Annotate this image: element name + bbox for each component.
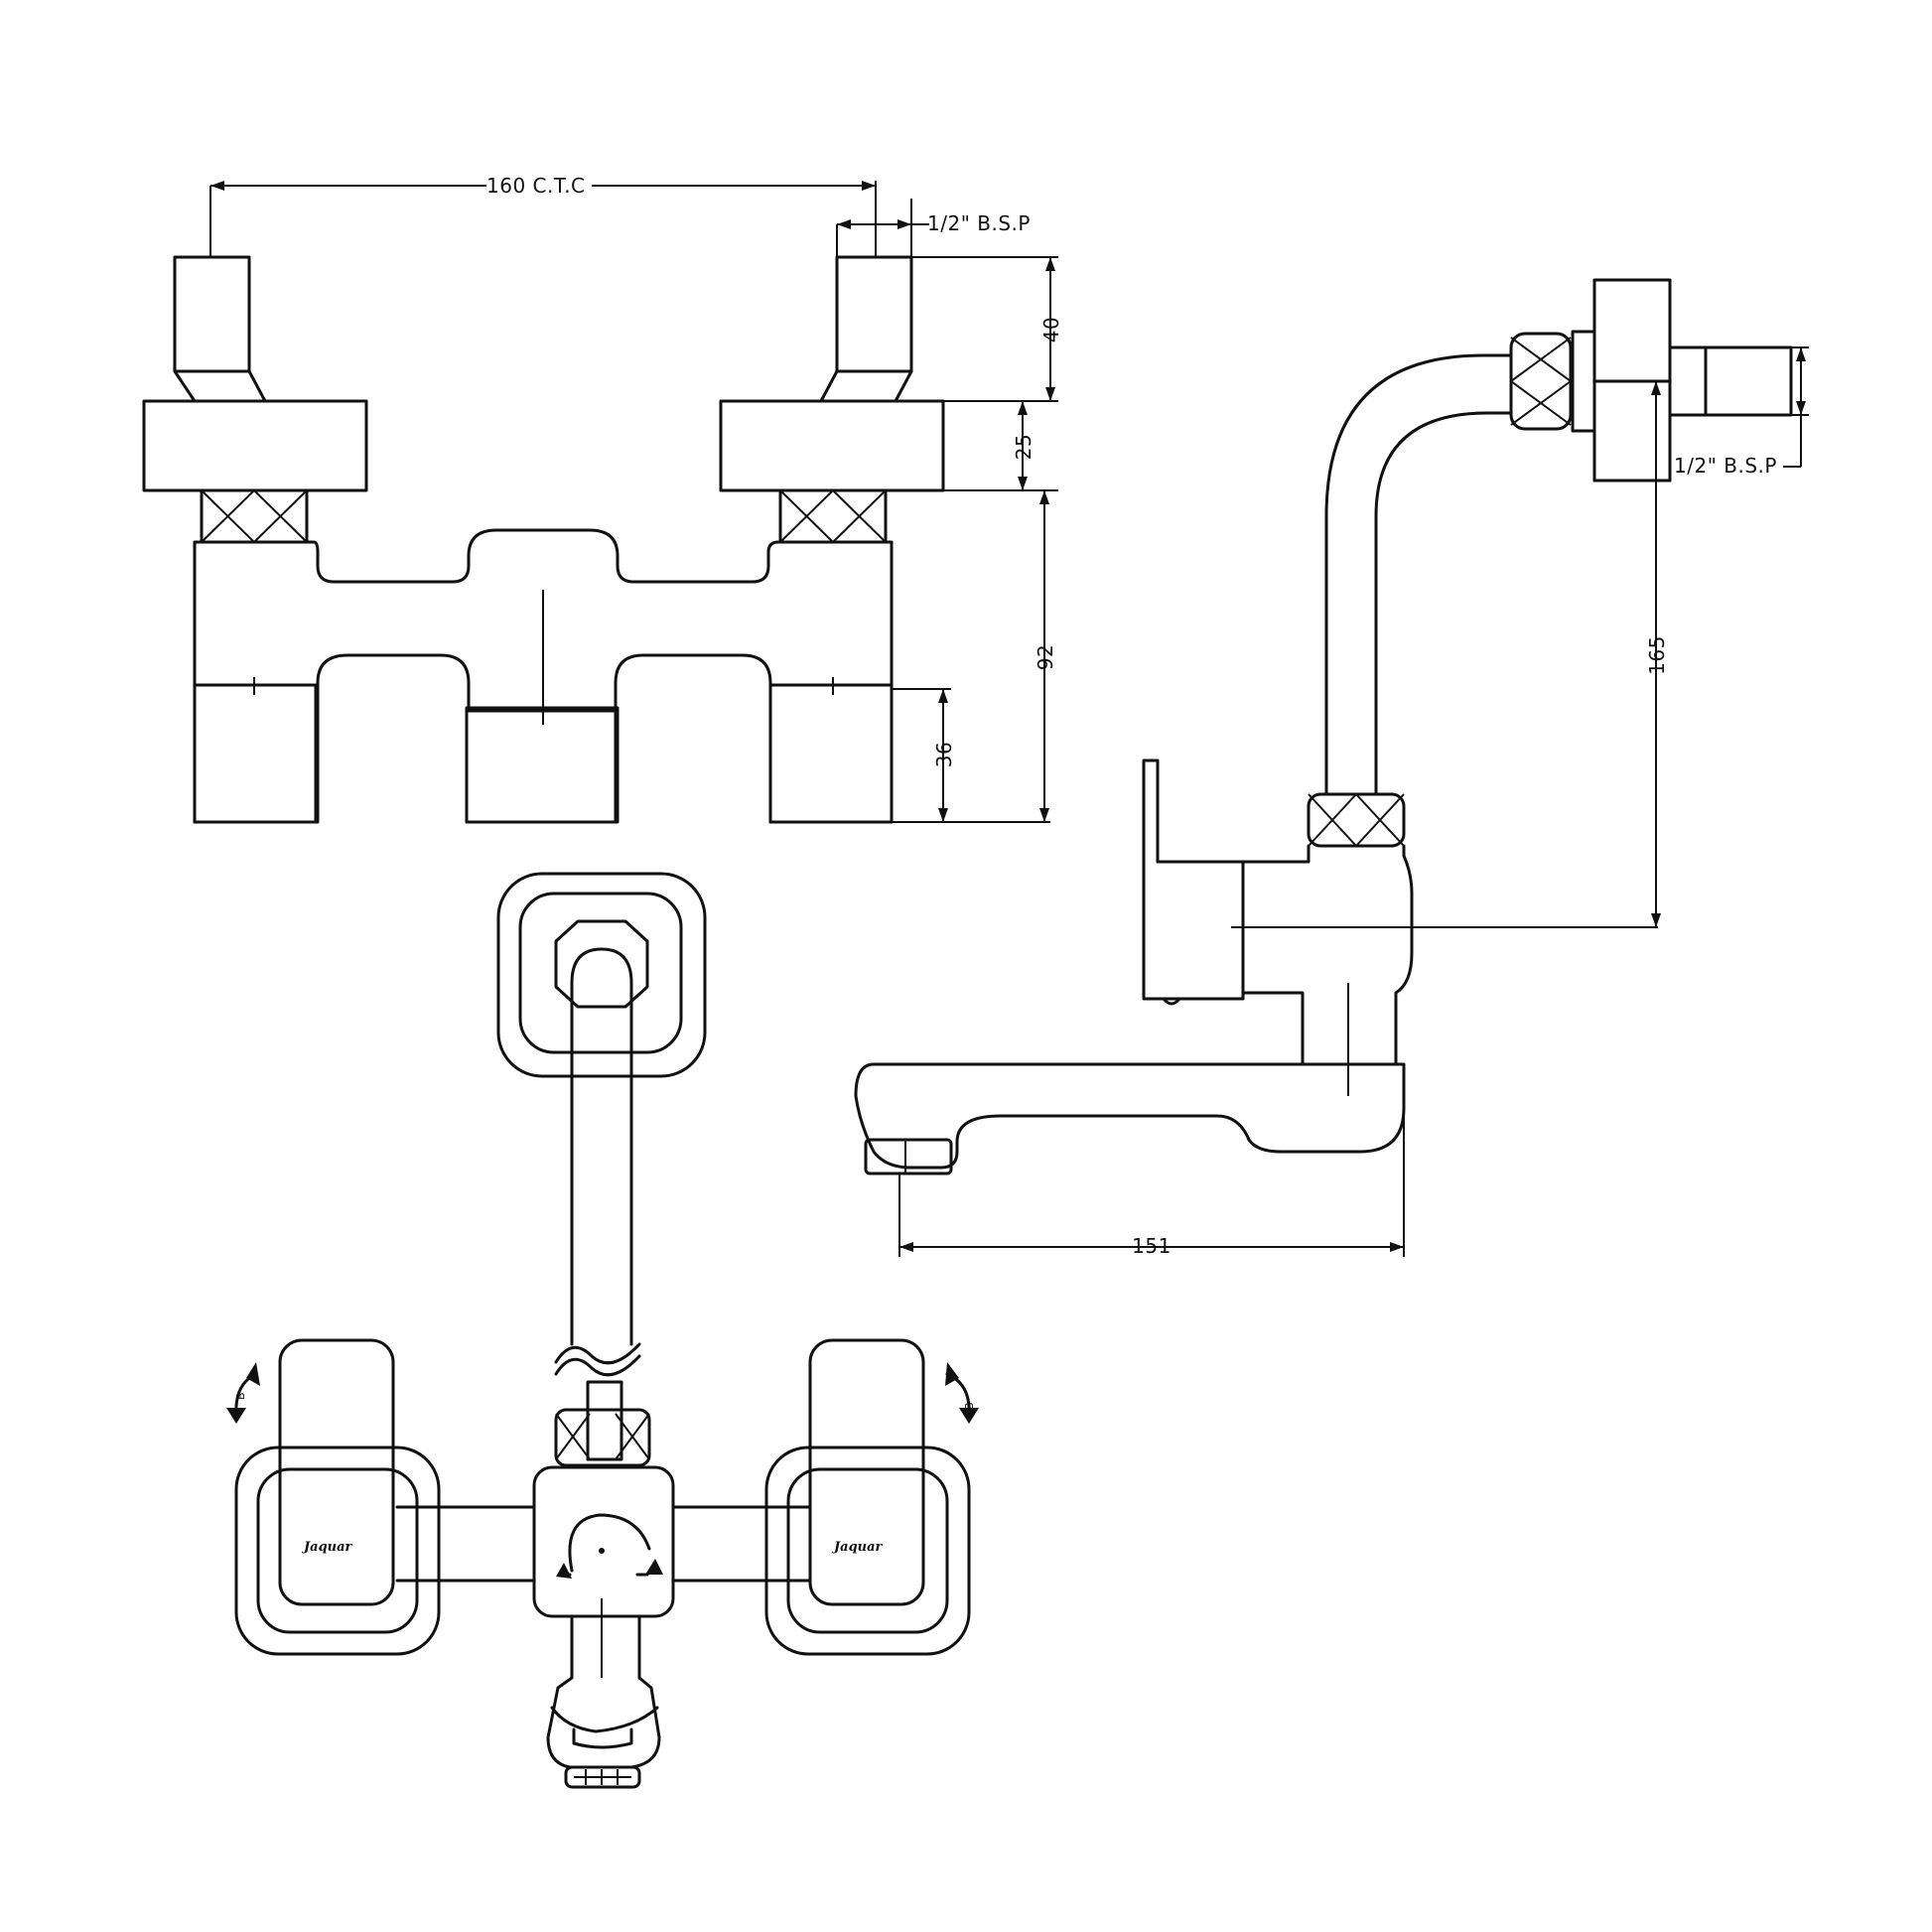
side-lower-nut bbox=[1307, 792, 1406, 848]
dim-flange-height: 25 bbox=[1012, 434, 1035, 460]
left-nut bbox=[200, 488, 309, 544]
side-valve-body bbox=[1241, 844, 1414, 1066]
top-spout bbox=[546, 1614, 661, 1769]
right-leg bbox=[768, 683, 894, 824]
right-handle-lever bbox=[808, 1338, 925, 1606]
right-brand-logo: Jaquar bbox=[831, 1540, 884, 1555]
right-handle-unit: Jaquar B bbox=[764, 1338, 979, 1656]
top-centre-body bbox=[532, 1465, 675, 1618]
top-view: Jaquar B Jaquar B bbox=[226, 872, 979, 1789]
dim-inlet-height: 40 bbox=[1039, 317, 1063, 343]
side-dimensions: 1/2" B.S.P 165 151 bbox=[898, 346, 1809, 1258]
side-spout bbox=[854, 1062, 1406, 1170]
dim-ctc: 160 C.T.C bbox=[486, 174, 586, 198]
side-inlet-pipe bbox=[1668, 345, 1708, 417]
side-riser-pipe bbox=[1324, 353, 1513, 796]
side-handle bbox=[1142, 759, 1245, 1001]
top-pipe bbox=[570, 947, 633, 1346]
left-inlet-pipe bbox=[173, 255, 267, 403]
side-top-nut bbox=[1509, 332, 1573, 431]
dim-leg-height: 36 bbox=[932, 742, 956, 767]
left-brand-logo: Jaquar bbox=[301, 1540, 353, 1555]
dim-spout-reach: 151 bbox=[1132, 1234, 1172, 1258]
top-centre-nut bbox=[554, 1408, 651, 1467]
right-nut bbox=[778, 488, 888, 544]
left-handle-unit: Jaquar B bbox=[226, 1338, 441, 1656]
front-dimensions: 160 C.T.C 1/2" B.S.P 40 25 92 36 bbox=[209, 174, 1063, 823]
front-body bbox=[193, 528, 894, 824]
front-view bbox=[142, 255, 945, 824]
dim-body-height: 92 bbox=[1034, 644, 1057, 670]
side-aerator bbox=[864, 1138, 953, 1175]
left-flange bbox=[142, 399, 368, 492]
top-aerator bbox=[564, 1765, 641, 1789]
dim-bsp-side: 1/2" B.S.P bbox=[1674, 454, 1777, 478]
dim-bsp-top: 1/2" B.S.P bbox=[927, 211, 1031, 235]
left-rotation-mark: B bbox=[234, 1392, 247, 1400]
top-wall-flange bbox=[496, 872, 707, 1078]
left-leg bbox=[193, 683, 318, 824]
center-outlet bbox=[465, 706, 620, 824]
right-rotation-mark: B bbox=[963, 1402, 976, 1410]
left-handle-lever bbox=[278, 1338, 395, 1606]
right-flange bbox=[719, 399, 945, 492]
side-view bbox=[854, 278, 1793, 1175]
dim-side-height: 165 bbox=[1645, 635, 1669, 675]
right-inlet-pipe bbox=[819, 255, 913, 403]
